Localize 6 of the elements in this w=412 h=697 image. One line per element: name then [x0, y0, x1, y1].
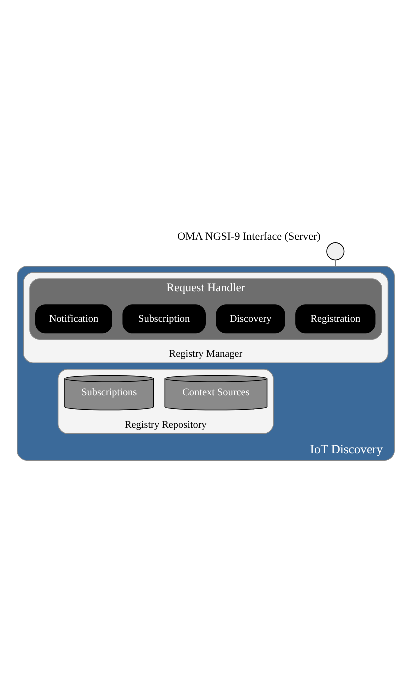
- node-circle: [326, 242, 345, 260]
- node-box: Notification: [36, 304, 112, 334]
- node-box: Subscription: [122, 304, 206, 334]
- node-label: OMA NGSI-9 Interface (Server): [178, 230, 321, 242]
- node-box: Registration: [296, 304, 376, 334]
- node-box: Discovery: [216, 304, 286, 334]
